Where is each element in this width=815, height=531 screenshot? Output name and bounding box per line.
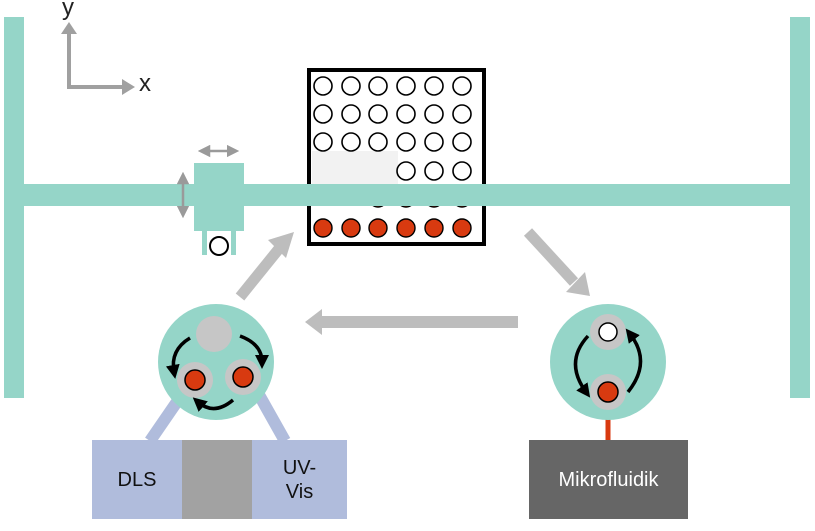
axis-indicator	[61, 22, 135, 95]
y-axis-arrowhead	[61, 22, 77, 34]
empty-well	[424, 76, 444, 96]
dls-box	[92, 440, 182, 519]
empty-well	[424, 132, 444, 152]
empty-vial	[598, 322, 618, 342]
gantry-rail	[4, 17, 810, 398]
x-axis-arrowhead	[122, 79, 135, 95]
empty-well	[424, 161, 444, 181]
filled-well	[424, 218, 444, 238]
uvvis-box	[252, 440, 347, 519]
flow-arrowhead-to-microfluidics	[566, 272, 590, 296]
dls-label: DLS	[117, 468, 157, 491]
x-axis-label: x	[139, 70, 151, 97]
sampler-carriage	[176, 144, 244, 256]
empty-well	[341, 132, 361, 152]
filled-well	[341, 218, 361, 238]
rotation-arrow-right-mf	[625, 328, 643, 394]
empty-well	[341, 76, 361, 96]
flow-arrows	[235, 228, 590, 335]
empty-well	[424, 104, 444, 124]
left-rail-post	[4, 17, 24, 398]
rotation-arrow-bottom	[192, 397, 235, 412]
empty-well	[368, 132, 388, 152]
dls-sample	[184, 369, 206, 391]
empty-well	[396, 132, 416, 152]
filled-well	[396, 218, 416, 238]
empty-well	[452, 132, 472, 152]
rotation-arrow-left-mf	[573, 334, 591, 398]
y-axis-label: y	[62, 0, 74, 21]
flow-arrow-to-microfluidics	[523, 228, 579, 286]
empty-well	[313, 104, 333, 124]
horizontal-beam	[4, 184, 810, 206]
microfluidics-label: Mikrofluidik	[558, 468, 659, 491]
analysis-carousel	[145, 304, 291, 445]
carriage-prong-right	[231, 228, 236, 255]
uvvis-label: UV- Vis	[282, 456, 317, 503]
empty-well	[396, 104, 416, 124]
flow-arrowhead-return	[305, 309, 322, 335]
filled-well	[452, 218, 472, 238]
empty-well	[368, 76, 388, 96]
microfluidics-sample	[597, 381, 619, 403]
empty-well	[313, 76, 333, 96]
empty-well	[396, 76, 416, 96]
rotation-arrow-left	[165, 336, 191, 379]
microfluidics-carousel	[550, 304, 666, 441]
uvvis-connector	[252, 390, 291, 444]
empty-well	[341, 104, 361, 124]
carriage-vial	[209, 236, 229, 256]
empty-well	[452, 76, 472, 96]
right-rail-post	[790, 17, 810, 398]
microfluidics-box	[529, 440, 688, 519]
filled-well	[313, 218, 333, 238]
rotation-arrow-right	[239, 334, 269, 369]
flow-arrow-to-plate	[235, 241, 287, 301]
empty-well	[452, 104, 472, 124]
instrument-boxes	[92, 440, 688, 519]
well-plate-shade	[312, 151, 398, 187]
empty-well	[368, 104, 388, 124]
filled-well	[368, 218, 388, 238]
empty-well	[452, 161, 472, 181]
uvvis-sample	[232, 366, 254, 388]
empty-well	[396, 161, 416, 181]
carriage-body	[194, 163, 244, 231]
empty-holder	[196, 316, 232, 352]
carriage-prong-left	[202, 228, 207, 255]
middle-box	[182, 440, 252, 519]
empty-well	[313, 132, 333, 152]
flow-arrowhead-to-plate	[268, 232, 294, 258]
well-plate	[307, 68, 486, 246]
